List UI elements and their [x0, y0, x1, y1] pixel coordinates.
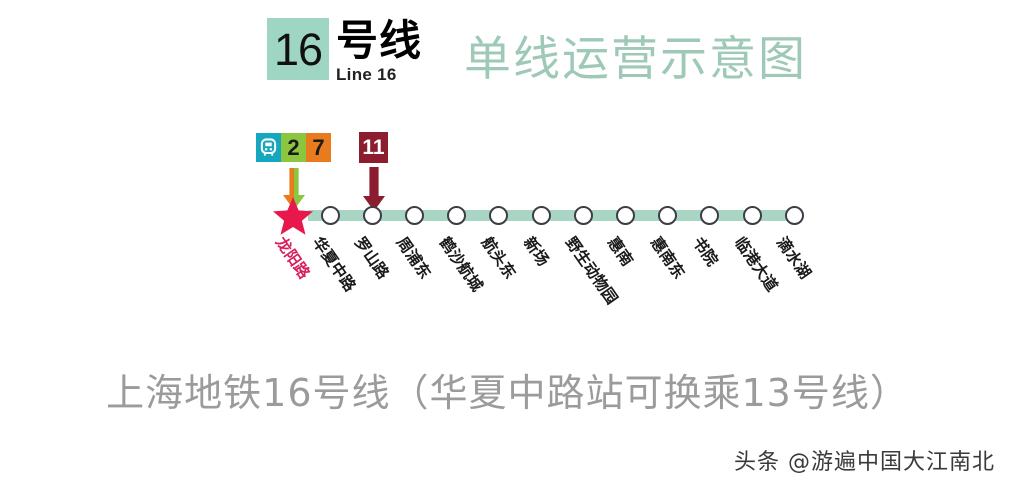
station-label: 书院 [688, 233, 722, 270]
line-name-chinese: 号线 [336, 17, 423, 64]
line-number-badge: 16 [267, 18, 329, 80]
station-dot[interactable] [615, 206, 635, 225]
station-dot[interactable] [447, 206, 467, 225]
route-line [308, 210, 800, 221]
interchange-arrow-icon-longyang-road [282, 168, 305, 210]
station-dot[interactable] [362, 206, 382, 225]
station-label: 惠南东 [646, 233, 688, 283]
line-number-text: 16 [273, 23, 323, 75]
station-label: 新场 [519, 233, 553, 270]
watermark-text: 头条 @游遍中国大江南北 [734, 450, 995, 475]
station-label: 龙阳路 [271, 233, 314, 283]
interchange-cluster-huaxia-middle-road: 11 [359, 132, 388, 211]
station-dot[interactable] [784, 206, 804, 225]
station-label: 惠南 [604, 233, 637, 270]
station-label: 周浦东 [393, 233, 435, 283]
terminus-star-icon[interactable] [272, 196, 314, 236]
station-dot[interactable] [573, 206, 593, 225]
interchange-badge-line-7[interactable]: 7 [306, 133, 331, 162]
line-header: 16 号线 Line 16 单线运营示意图 [267, 18, 807, 113]
line-name-english: Line 16 [336, 64, 397, 84]
interchange-badges: 2 7 [256, 133, 331, 162]
interchange-cluster-longyang-road: 2 7 [256, 133, 331, 210]
station-dot[interactable] [700, 206, 720, 225]
maglev-badge[interactable] [256, 133, 281, 162]
interchange-badge-line-2[interactable]: 2 [281, 133, 306, 162]
interchange-badges: 11 [359, 132, 388, 163]
station-dot[interactable] [320, 206, 340, 225]
station-dot[interactable] [742, 206, 762, 225]
interchange-badge-line-11[interactable]: 11 [359, 132, 388, 163]
caption-text: 上海地铁16号线（华夏中路站可换乘13号线） [106, 371, 909, 415]
station-dot[interactable] [489, 206, 509, 225]
route-diagram: 2 7 11 龙阳路华夏中路罗山路周浦东鹤沙航城航头东新场野生动物园惠南惠南东书… [256, 132, 814, 308]
station-dot[interactable] [658, 206, 678, 225]
interchange-arrow-icon-huaxia-middle-road [362, 167, 385, 211]
station-dot[interactable] [404, 206, 424, 225]
maglev-icon [260, 138, 277, 156]
line-name-block: 号线 Line 16 [336, 18, 422, 85]
map-title: 单线运营示意图 [464, 32, 808, 87]
station-dot[interactable] [531, 206, 551, 225]
